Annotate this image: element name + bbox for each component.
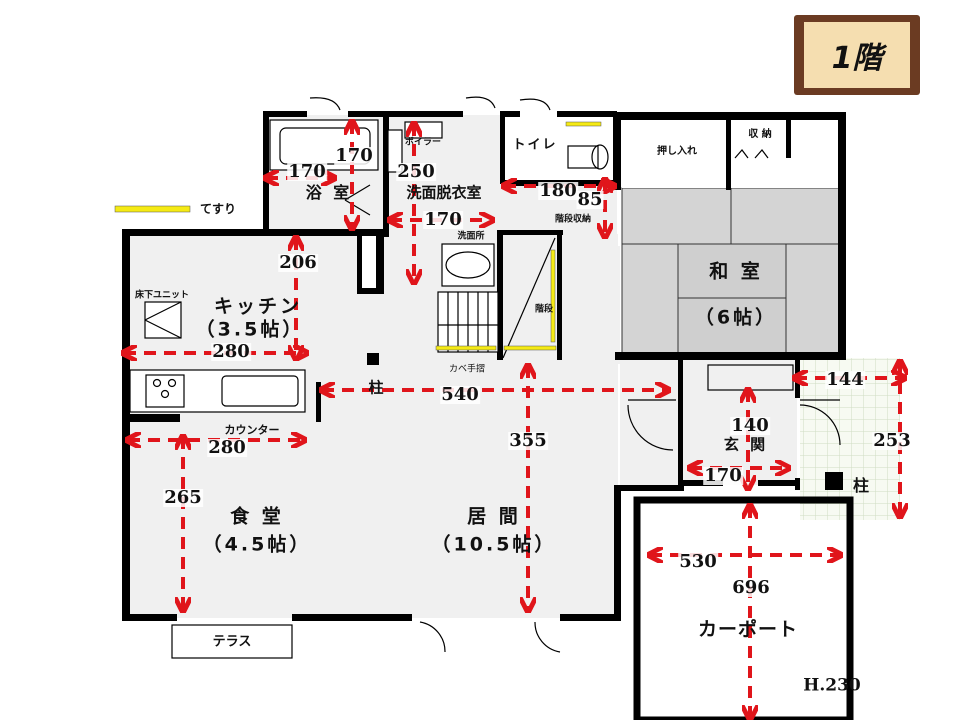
handrails [114,121,602,351]
dim-dining-h: 280 [207,437,247,458]
room-living: 居 間 [467,505,521,528]
dim-bath-v: 170 [334,145,374,166]
room-living-size: （10.5帖） [431,533,557,556]
room-carport: カーポート [697,618,799,641]
dim-kitchen-v: 206 [278,252,318,273]
dim-porch-v: 253 [872,430,912,451]
room-japanese: 和 室 [709,260,763,283]
pillar-label: 柱 [368,378,384,397]
stair-storage-label: 階段収納 [554,214,592,225]
pillar-label: 柱 [852,476,870,495]
handrail-legend-swatch [114,205,191,213]
room-dining: 食 堂 [230,505,284,528]
counter-label: カウンター [224,423,280,437]
room-kitchen: キッチン [213,295,303,318]
sink-label: 洗面所 [457,231,485,242]
room-washroom: 洗面脱衣室 [406,183,482,202]
dim-wash-h: 170 [423,209,463,230]
boiler-label: ボイラー [404,137,442,148]
dim-entrance-v: 140 [730,415,770,436]
underfloor-unit-label: 床下ユニット [134,290,190,301]
floor-sign-text: 1階 [804,22,910,88]
dim-ldk-h: 540 [440,384,480,405]
room-toilet: トイレ [512,137,558,153]
dim-kitchen-h: 280 [211,341,251,362]
stairs-label: 階段 [534,304,554,315]
dim-living-v: 355 [508,430,548,451]
wall-rail-label: カベ手摺 [448,364,486,375]
fixtures [129,96,841,659]
closet-label: 押し入れ [657,146,697,157]
dim-wash-v: 250 [396,161,436,182]
dim-dining-v: 265 [163,487,203,508]
handrail-legend-label: てすり [199,202,237,216]
carport-height: H.230 [803,675,861,696]
storage-label: 収 納 [748,129,772,140]
carport-outline [633,496,854,720]
dim-porch-h: 144 [825,369,865,390]
dim-carport-v: 696 [731,577,771,598]
dim-hall-h: 180 [538,180,578,201]
dim-carport-h: 530 [678,551,718,572]
room-dining-size: （4.5帖） [202,533,312,556]
room-entrance: 玄 関 [723,435,769,454]
terrace-label: テラス [212,634,252,650]
dim-bath-h: 170 [287,161,327,182]
room-kitchen-size: （3.5帖） [195,318,305,341]
floor-sign: 1階 [794,15,920,95]
dim-entrance-h: 170 [703,465,743,486]
dim-hall-v: 85 [576,189,604,210]
dimension-lines [124,122,904,718]
room-bath: 浴 室 [305,183,353,202]
room-japanese-size: （6帖） [694,306,778,329]
